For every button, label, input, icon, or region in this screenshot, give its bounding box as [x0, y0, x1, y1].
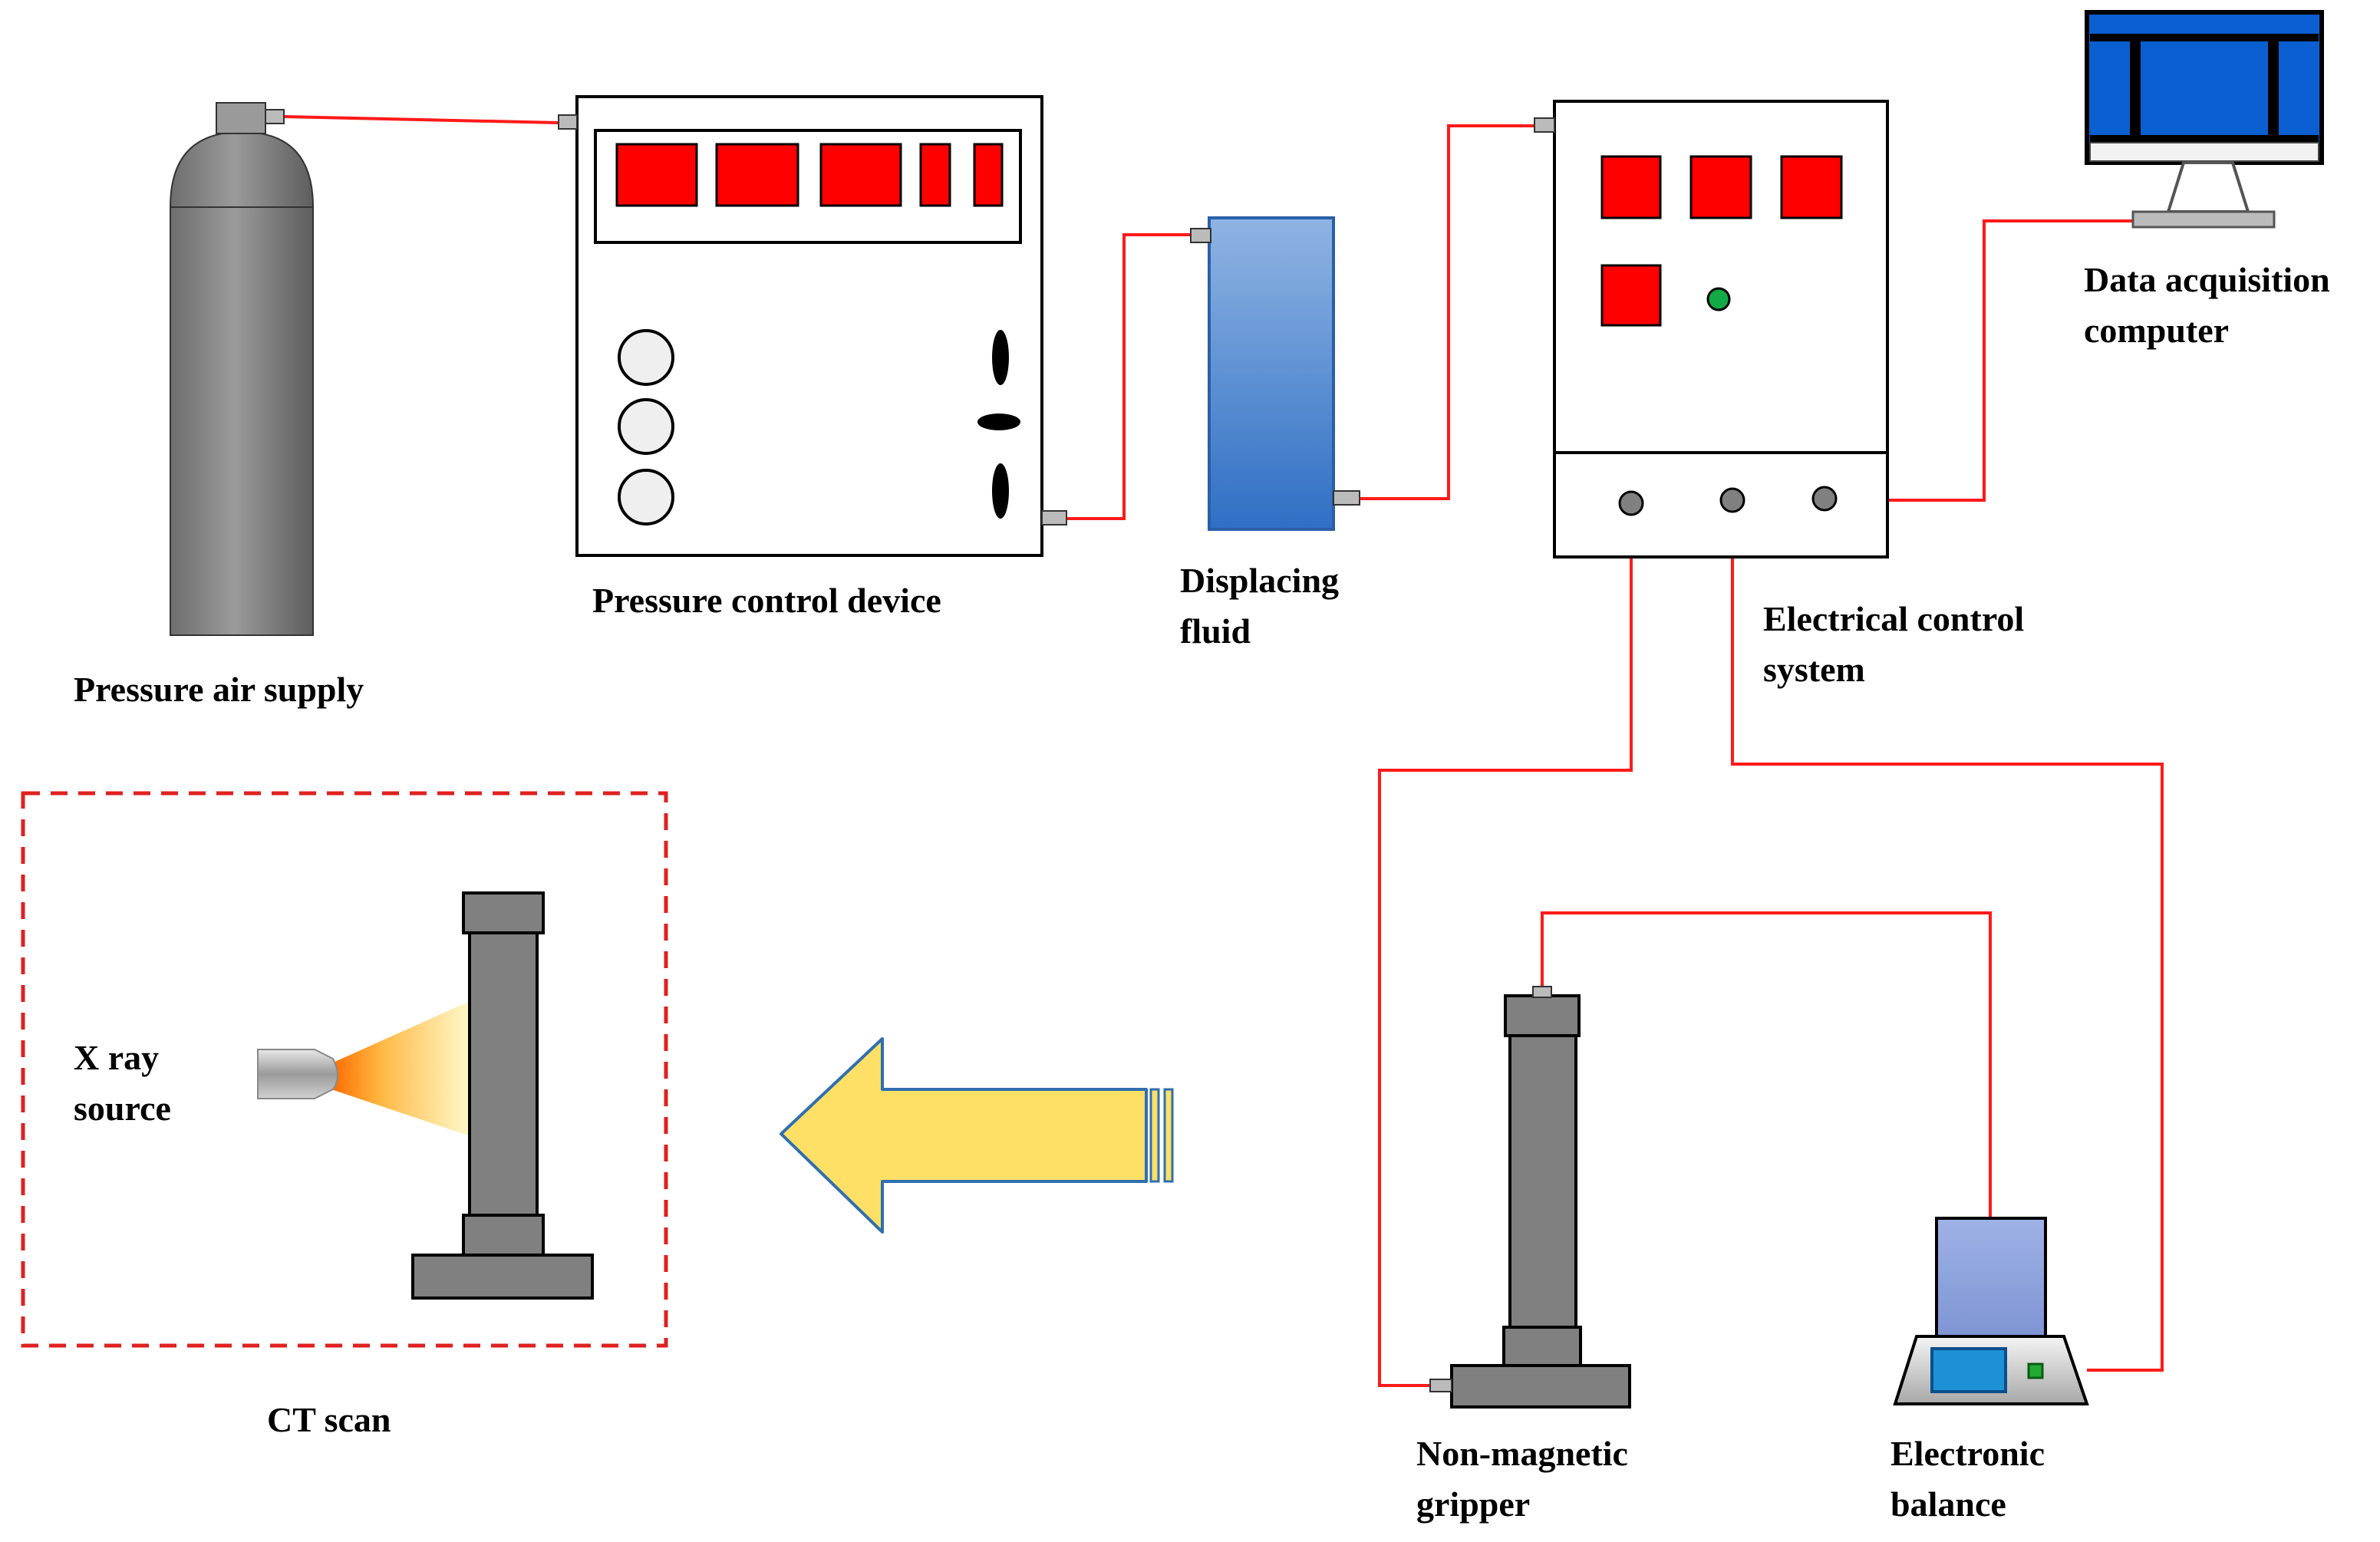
label-pressure-air-supply: Pressure air supply [74, 670, 364, 709]
electrical-control-system [1534, 100, 1889, 558]
wire-fluid-to-control-system [1360, 124, 1551, 500]
transfer-arrow [780, 1037, 1174, 1234]
label-electrical-control-line1: Electrical control [1763, 599, 2024, 638]
pressure-display-panel [615, 143, 1004, 207]
wire-gripper-to-balance [1541, 911, 1992, 1227]
wire-control-system-to-gripper [1378, 506, 1633, 1387]
connection-wires [283, 115, 2164, 1387]
label-pressure-control-device: Pressure control device [592, 581, 941, 620]
control-display-buttons [1600, 155, 1843, 327]
label-displacing-fluid-line1: Displacing [1180, 561, 1339, 600]
wire-control-system-to-computer [1838, 219, 2138, 502]
pressure-control-device [558, 95, 1067, 557]
xray-source-icon [257, 1002, 468, 1135]
non-magnetic-gripper [1429, 986, 1631, 1409]
indicator-slots [977, 330, 1020, 519]
electronic-balance [1893, 1217, 2089, 1405]
label-balance-line2: balance [1890, 1484, 2006, 1524]
wire-pressure-device-to-fluid [1066, 233, 1209, 520]
pressure-air-supply-cylinder [169, 102, 315, 636]
label-data-acquisition-line2: computer [2084, 311, 2229, 350]
wire-control-system-to-balance [1731, 506, 2164, 1372]
ct-core-holder [411, 891, 594, 1300]
status-light [1706, 287, 1731, 311]
label-xray-source-line1: X ray [74, 1038, 159, 1077]
wire-gas-to-pressure-device [283, 115, 559, 124]
displacing-fluid-container [1190, 216, 1360, 531]
label-ct-scan: CT scan [267, 1400, 391, 1439]
label-balance-line1: Electronic [1890, 1434, 2045, 1473]
ct-scan-region [21, 791, 668, 1348]
labels: Pressure air supply Pressure control dev… [74, 260, 2330, 1524]
label-xray-source-line2: source [74, 1089, 171, 1128]
label-gripper-line1: Non-magnetic [1416, 1434, 1628, 1473]
label-data-acquisition-line1: Data acquisition [2084, 260, 2330, 299]
label-electrical-control-line2: system [1763, 650, 1865, 689]
control-knobs [618, 329, 674, 526]
output-ports [1618, 486, 1838, 516]
data-acquisition-computer [2085, 10, 2324, 229]
label-gripper-line2: gripper [1416, 1484, 1530, 1524]
label-displacing-fluid-line2: fluid [1180, 611, 1251, 651]
